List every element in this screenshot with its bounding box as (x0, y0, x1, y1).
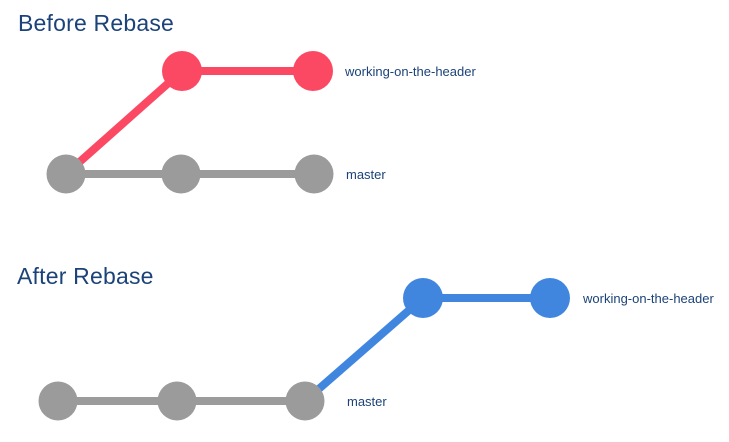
before-rebase-graph (46, 51, 334, 194)
before-master-commit-node-1 (46, 154, 86, 194)
before-branch-name-label: working-on-the-header (345, 64, 476, 79)
after-master-commit-node-3 (285, 381, 325, 421)
after-master-name-label: master (347, 394, 387, 409)
after-rebase-graph (38, 278, 570, 421)
before-master-commit-node-2 (161, 154, 201, 194)
before-branch-diagonal-line (63, 68, 185, 177)
after-branch-name-label: working-on-the-header (583, 291, 714, 306)
before-branch-commit-node-2 (293, 51, 333, 91)
before-master-name-label: master (346, 167, 386, 182)
after-master-commit-node-2 (157, 381, 197, 421)
before-master-commit-node-3 (294, 154, 334, 194)
after-branch-commit-node-2 (530, 278, 570, 318)
after-rebase-title: After Rebase (17, 263, 154, 289)
after-branch-diagonal-line (302, 294, 426, 405)
after-master-commit-node-1 (38, 381, 78, 421)
before-branch-commit-node-1 (162, 51, 202, 91)
after-branch-commit-node-1 (403, 278, 443, 318)
before-rebase-title: Before Rebase (18, 10, 175, 36)
